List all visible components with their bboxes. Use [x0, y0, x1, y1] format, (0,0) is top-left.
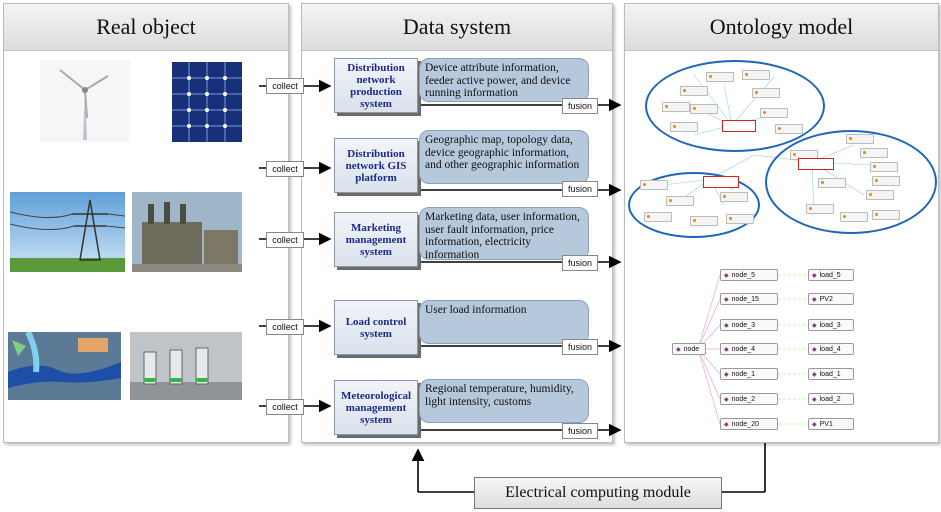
system-description: User load information: [419, 300, 589, 344]
ontology-mini-node: [860, 148, 888, 158]
ontology-mini-node: [866, 190, 894, 200]
system-description: Marketing data, user information, user f…: [419, 207, 589, 261]
ontology-node-right: PV1: [808, 418, 854, 430]
ontology-mini-node: [870, 162, 898, 172]
system-box: Load control system: [334, 300, 418, 355]
transmission-tower-image: [10, 192, 125, 272]
collect-tag: collect: [266, 399, 304, 415]
ontology-cluster-right: [765, 130, 937, 234]
charging-station-image: [130, 332, 242, 400]
ontology-mini-node: [806, 204, 834, 214]
ontology-mini-node: [872, 210, 900, 220]
transformer-image: [132, 192, 242, 272]
wind-turbine-image: [40, 60, 130, 142]
ontology-mini-node: [640, 180, 668, 190]
ontology-mini-node: [670, 122, 698, 132]
ontology-node-right: load_1: [808, 368, 854, 380]
ontology-mini-node: [690, 104, 718, 114]
data-system-title: Data system: [302, 4, 612, 51]
ontology-mini-node: [720, 192, 748, 202]
collect-tag: collect: [266, 319, 304, 335]
ontology-mini-node: [742, 70, 770, 80]
ontology-highlight-node: [798, 158, 834, 170]
ontology-mini-node: [840, 212, 868, 222]
ontology-node-right: load_3: [808, 319, 854, 331]
system-description: Geographic map, topology data, device ge…: [419, 130, 589, 184]
ontology-mini-node: [846, 134, 874, 144]
ontology-highlight-node: [703, 176, 739, 188]
ontology-node-left: node_5: [720, 269, 778, 281]
gis-map-image: [8, 332, 121, 400]
collect-tag: collect: [266, 78, 304, 94]
ontology-node-right: load_5: [808, 269, 854, 281]
ontology-mini-node: [818, 178, 846, 188]
ontology-mini-node: [775, 124, 803, 134]
ontology-mini-node: [760, 108, 788, 118]
fusion-tag: fusion: [562, 339, 598, 355]
ontology-model-title: Ontology model: [625, 4, 938, 51]
ontology-node-left: node_4: [720, 343, 778, 355]
ontology-node-right: load_4: [808, 343, 854, 355]
ontology-mini-node: [752, 88, 780, 98]
ontology-mini-node: [872, 176, 900, 186]
system-box: Marketing management system: [334, 212, 418, 267]
ontology-mini-node: [666, 196, 694, 206]
ontology-mini-node: [662, 102, 690, 112]
fusion-tag: fusion: [562, 423, 598, 439]
ontology-node-right: PV2: [808, 293, 854, 305]
ontology-highlight-node: [722, 120, 756, 132]
system-description: Device attribute information, feeder act…: [419, 58, 589, 102]
ontology-node-right: load_2: [808, 393, 854, 405]
ontology-node-left: node_20: [720, 418, 778, 430]
ontology-cluster-top: [645, 60, 825, 152]
ontology-mini-node: [644, 212, 672, 222]
ontology-mini-node: [690, 216, 718, 226]
collect-tag: collect: [266, 161, 304, 177]
node-load-links: [697, 274, 808, 425]
system-box: Meteorological management system: [334, 380, 418, 435]
system-box: Distribution network GIS platform: [334, 138, 418, 193]
ontology-node-left: node_2: [720, 393, 778, 405]
ontology-node-left: node_15: [720, 293, 778, 305]
ontology-node-left: node_1: [720, 368, 778, 380]
ontology-mini-node: [726, 214, 754, 224]
electrical-computing-module: Electrical computing module: [474, 477, 722, 509]
collect-tag: collect: [266, 232, 304, 248]
fusion-tag: fusion: [562, 255, 598, 271]
solar-panel-image: [172, 62, 242, 142]
ontology-mini-node: [680, 86, 708, 96]
ontology-cluster-left: [628, 172, 760, 238]
system-description: Regional temperature, humidity, light in…: [419, 379, 589, 423]
system-box: Distribution network production system: [334, 58, 418, 113]
ontology-root-node: node: [672, 343, 706, 355]
fusion-tag: fusion: [562, 181, 598, 197]
fusion-tag: fusion: [562, 98, 598, 114]
ontology-node-left: node_3: [720, 319, 778, 331]
ontology-mini-node: [706, 72, 734, 82]
real-object-title: Real object: [4, 4, 288, 51]
